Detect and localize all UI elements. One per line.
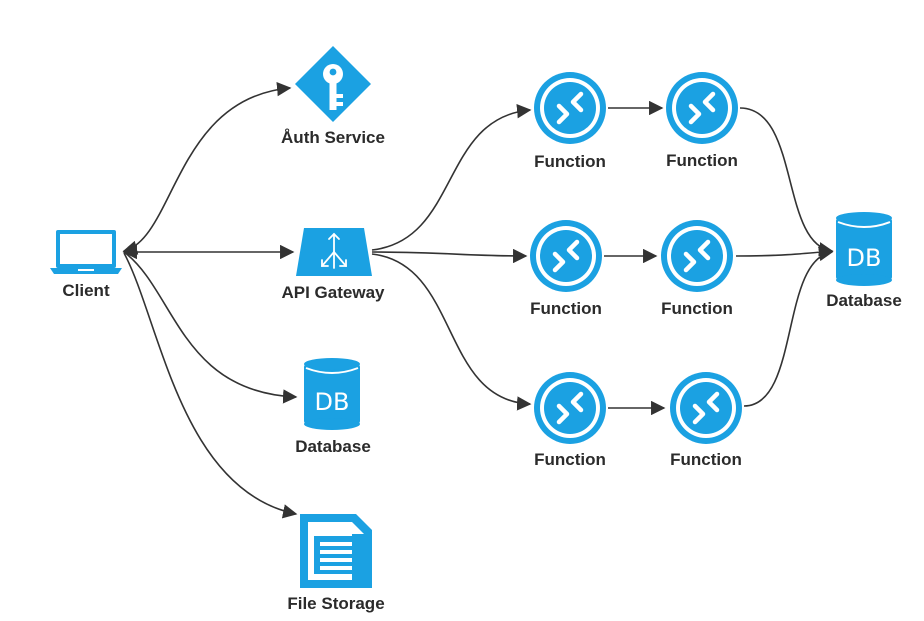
database-icon: DB <box>304 358 360 430</box>
file-storage-node[interactable] <box>300 514 372 588</box>
document-icon <box>300 514 372 588</box>
api-gateway-label: API Gateway <box>281 283 385 302</box>
function-r2c1-node[interactable] <box>530 220 602 292</box>
function-icon <box>661 220 733 292</box>
edge-gateway-fn-r1c1 <box>371 103 532 251</box>
function-r3c2-node[interactable] <box>670 372 742 444</box>
database-left-node[interactable]: DB <box>304 358 360 430</box>
file-storage-label: File Storage <box>287 594 385 613</box>
auth-service-label: Åuth Service <box>281 128 385 147</box>
edge-fn-r1c2-db-right <box>739 107 834 257</box>
laptop-icon <box>50 230 122 274</box>
api-gateway-node[interactable] <box>296 228 372 276</box>
edge-client-file-storage <box>123 252 298 519</box>
edge-fn-r3c2-db-right <box>743 246 834 407</box>
function-r3c1-label: Function <box>534 450 606 469</box>
function-icon <box>530 220 602 292</box>
edge-gateway-fn-r3c1 <box>371 253 532 411</box>
database-left-label: Database <box>295 437 371 456</box>
function-r2c1-label: Function <box>530 299 602 318</box>
edge-client-auth <box>122 81 292 255</box>
function-r3c1-node[interactable] <box>534 372 606 444</box>
edges-layer <box>122 81 834 519</box>
edge-fn-r2c2-db-right <box>735 245 834 260</box>
function-r1c1-label: Function <box>534 152 606 171</box>
function-icon <box>534 72 606 144</box>
edge-gateway-fn-r2c1 <box>371 248 528 264</box>
function-r1c2-node[interactable] <box>666 72 738 144</box>
function-icon <box>666 72 738 144</box>
auth-service-node[interactable] <box>295 46 371 122</box>
database-right-label: Database <box>826 291 902 310</box>
edge-client-db-left <box>123 251 298 404</box>
database-right-icon-text: DB <box>847 244 882 272</box>
function-r3c2-label: Function <box>670 450 742 469</box>
client-node[interactable] <box>50 230 122 274</box>
database-left-icon-text: DB <box>315 388 350 416</box>
database-icon: DB <box>836 212 892 286</box>
client-label: Client <box>62 281 110 300</box>
function-icon <box>534 372 606 444</box>
function-r2c2-node[interactable] <box>661 220 733 292</box>
function-icon <box>670 372 742 444</box>
function-r1c1-node[interactable] <box>534 72 606 144</box>
function-r1c2-label: Function <box>666 151 738 170</box>
database-right-node[interactable]: DB <box>836 212 892 286</box>
api-gateway-icon <box>296 228 372 276</box>
key-icon <box>295 46 371 122</box>
function-r2c2-label: Function <box>661 299 733 318</box>
